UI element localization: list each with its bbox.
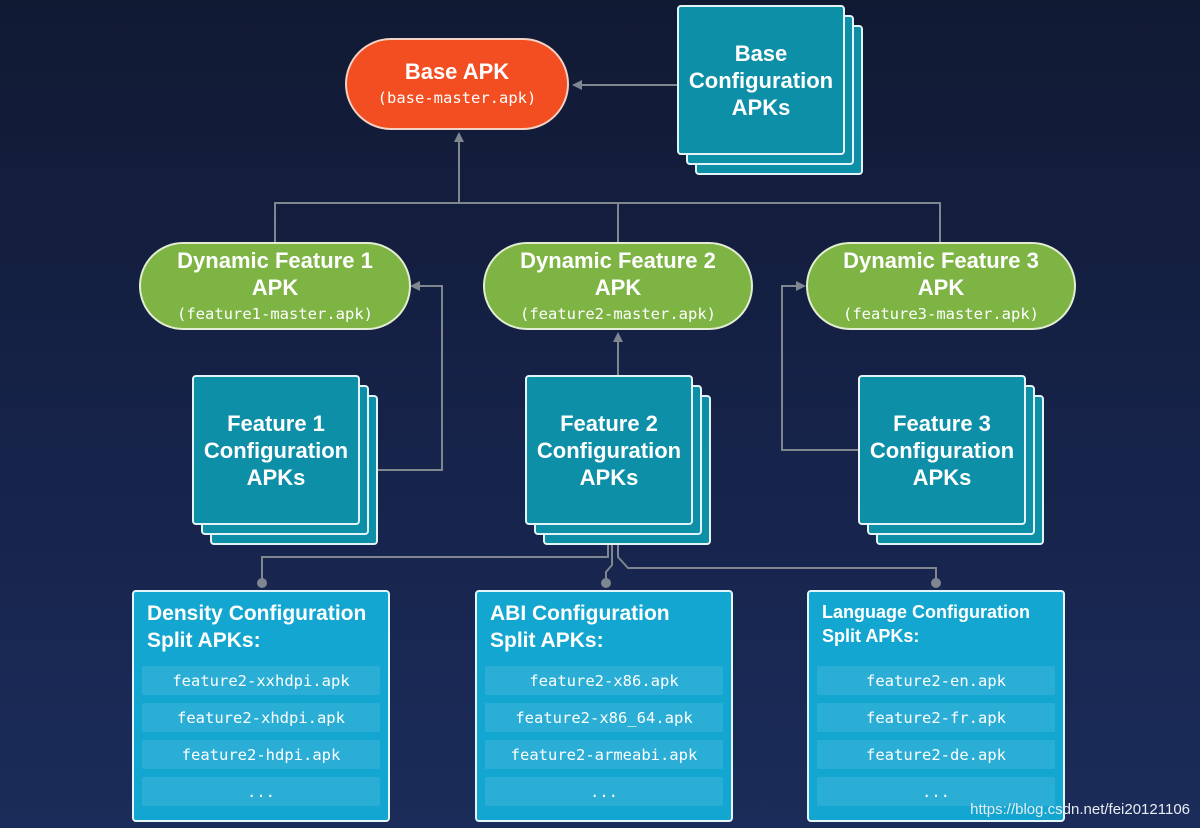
feature-2-subtitle: APK [594,274,642,300]
feature-1-config-label: Feature 1 Configuration APKs [192,375,360,525]
abi-split-panel: ABI Configuration Split APKs: feature2-x… [475,590,733,822]
abi-split-title: ABI Configuration Split APKs: [490,602,670,652]
base-apk-filename: (base-master.apk) [377,89,537,107]
abi-split-item: feature2-x86_64.apk [485,703,723,732]
abi-split-item: feature2-x86.apk [485,666,723,695]
base-apk-title: Base APK [404,59,510,84]
feature1-config-arrow [378,281,443,471]
dynamic-feature-3-node: Dynamic Feature 3 APK (feature3-master.a… [806,242,1076,330]
density-split-panel: Density Configuration Split APKs: featur… [132,590,390,822]
features-to-base-arrow [274,134,941,243]
feature-2-filename: (feature2-master.apk) [520,304,716,323]
abi-split-item: feature2-armeabi.apk [485,740,723,769]
dynamic-feature-2-node: Dynamic Feature 2 APK (feature2-master.a… [483,242,753,330]
density-split-item: feature2-hdpi.apk [142,740,380,769]
language-split-dot [931,578,941,588]
density-split-item: feature2-xhdpi.apk [142,703,380,732]
language-split-item: ... [817,777,1055,806]
feature-3-subtitle: APK [917,274,965,300]
dynamic-feature-1-node: Dynamic Feature 1 APK (feature1-master.a… [139,242,411,330]
language-split-link [617,527,937,582]
feature-3-filename: (feature3-master.apk) [843,304,1039,323]
feature-1-subtitle: APK [251,274,299,300]
language-split-panel: Language Configuration Split APKs: featu… [807,590,1065,822]
watermark-url: https://blog.csdn.net/fei20121106 [970,801,1190,818]
abi-split-link [605,527,613,582]
feature-1-filename: (feature1-master.apk) [177,304,373,323]
language-split-item: feature2-de.apk [817,740,1055,769]
density-split-item: feature2-xxhdpi.apk [142,666,380,695]
base-config-label: Base Configuration APKs [677,5,845,155]
language-split-title: Language Configuration Split APKs: [822,602,1030,646]
feature-3-config-label: Feature 3 Configuration APKs [858,375,1026,525]
feature3-config-arrow [781,281,858,451]
feature-1-title: Dynamic Feature 1 [177,247,373,273]
abi-split-item: ... [485,777,723,806]
density-split-dot [257,578,267,588]
language-split-item: feature2-fr.apk [817,703,1055,732]
abi-split-dot [601,578,611,588]
base-apk-node: Base APK (base-master.apk) [345,38,569,130]
language-split-item: feature2-en.apk [817,666,1055,695]
feature-2-config-label: Feature 2 Configuration APKs [525,375,693,525]
feature-2-title: Dynamic Feature 2 [520,247,716,273]
density-split-item: ... [142,777,380,806]
feature-3-title: Dynamic Feature 3 [843,247,1039,273]
density-split-title: Density Configuration Split APKs: [147,602,367,652]
